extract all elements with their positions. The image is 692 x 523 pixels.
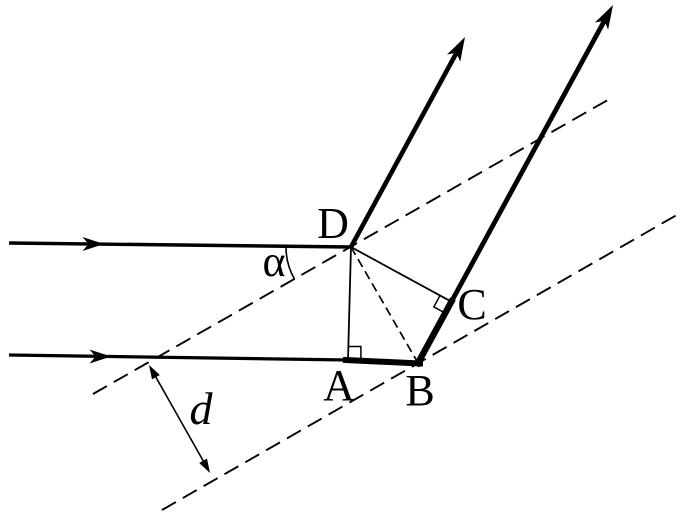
segment-da-perpendicular [347, 246, 352, 361]
incident-ray-1 [8, 237, 352, 251]
incident-ray-2 [8, 349, 349, 364]
grating-planes [92, 96, 683, 511]
label-angle-alpha: α [262, 237, 285, 286]
reflected-ray-2 [413, 5, 613, 368]
alpha-angle-arc [285, 246, 296, 280]
label-point-c: C [457, 280, 486, 329]
reflected-ray-1-arrowhead-icon [447, 37, 465, 62]
reflected-ray-1 [348, 37, 465, 249]
d-spacing-dimension-arrow [149, 365, 210, 473]
segment-db-dashed [350, 246, 419, 364]
segment-ab-bold [342, 356, 424, 367]
construction-lines [347, 246, 452, 364]
label-point-b: B [405, 366, 434, 415]
d-arrow-shaft [153, 373, 206, 465]
segment-dc-perpendicular [350, 246, 452, 303]
label-point-a: A [323, 361, 355, 410]
reflected-ray-2-arrowhead-icon [594, 5, 613, 30]
right-angle-marker-c [432, 295, 446, 314]
segment-bc-bold [413, 297, 456, 368]
reflected-ray-1-shaft [348, 50, 460, 249]
incident-ray-2-arrowhead-icon [89, 349, 111, 364]
label-point-d: D [317, 199, 349, 248]
incident-ray-1-shaft [8, 241, 352, 249]
incident-ray-2-shaft [8, 353, 349, 362]
right-angle-marker-a [348, 345, 362, 360]
label-spacing-d: d [190, 383, 214, 434]
d-arrow-upper-arrowhead-icon [149, 365, 160, 380]
d-arrow-lower-arrowhead-icon [199, 458, 210, 473]
incident-ray-1-arrowhead-icon [82, 237, 104, 251]
